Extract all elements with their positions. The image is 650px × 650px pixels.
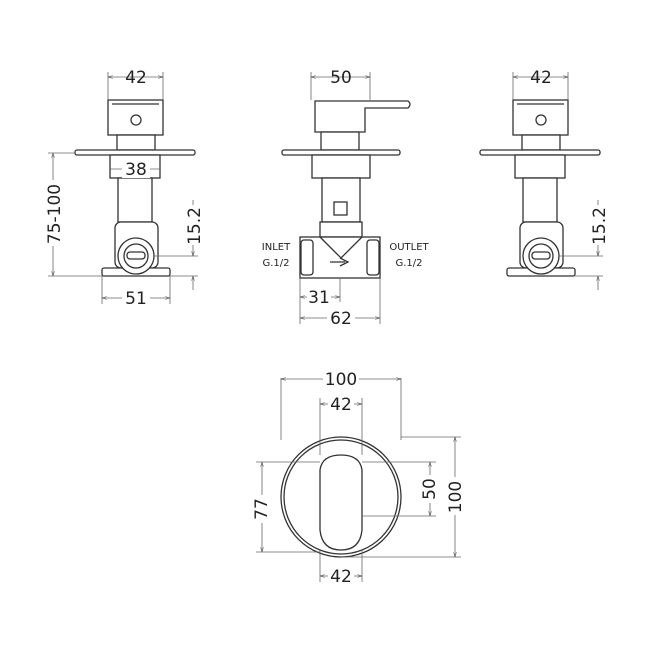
dim-handle-offset: 50 — [420, 478, 440, 500]
dim-plate-diameter: 100 — [325, 370, 357, 390]
middle-side-view: 50 INLET G.1/2 OUTLET G.1/2 31 62 — [262, 68, 430, 329]
dim-handle-width-top: 42 — [330, 395, 352, 415]
dim-handle-height: 77 — [252, 498, 272, 520]
front-view: 100 42 42 77 50 100 — [252, 369, 466, 587]
dim-right-width-top: 42 — [530, 68, 552, 88]
inlet-thread: G.1/2 — [262, 258, 289, 269]
right-side-view: 42 15.2 — [479, 68, 610, 290]
dim-inlet-offset: 31 — [308, 288, 330, 308]
dim-left-width-top: 42 — [125, 68, 147, 88]
dim-handle-width-bottom: 42 — [330, 567, 352, 587]
dim-left-base-width: 51 — [125, 289, 147, 309]
dim-plate-height: 100 — [446, 481, 466, 513]
dim-right-outlet-height: 15.2 — [590, 207, 610, 245]
outlet-thread: G.1/2 — [395, 258, 422, 269]
left-side-view: 42 38 75-100 15.2 51 — [45, 68, 205, 309]
dim-left-outlet-height: 15.2 — [185, 207, 205, 245]
dim-left-collar: 38 — [125, 160, 147, 180]
inlet-label: INLET — [262, 242, 291, 253]
outlet-label: OUTLET — [389, 242, 429, 253]
dim-middle-width-top: 50 — [330, 68, 352, 88]
dim-body-width: 62 — [330, 309, 352, 329]
dim-left-depth-range: 75-100 — [45, 184, 65, 244]
